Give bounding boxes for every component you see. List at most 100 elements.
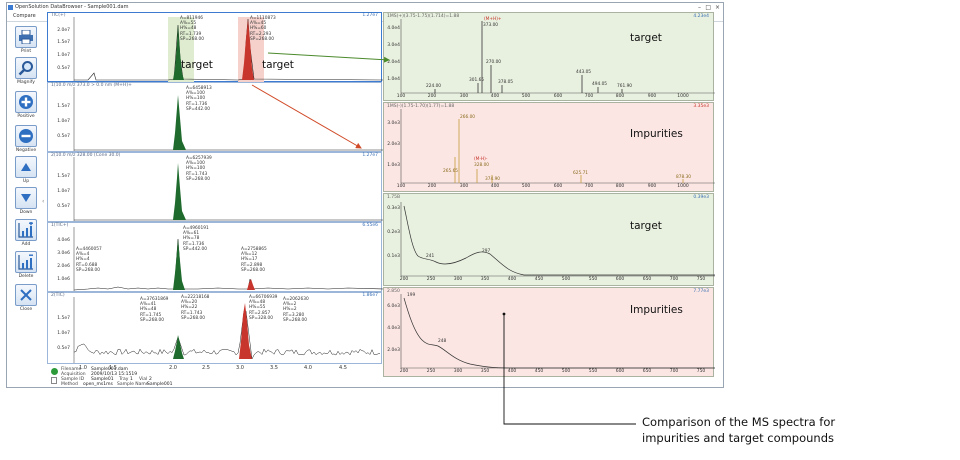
y-tick: 0.1e3 <box>387 254 400 259</box>
collapse-panel-chevron-icon[interactable]: ‹ <box>42 198 45 205</box>
x-tick: 100 <box>396 94 406 99</box>
filename-value: Sample001.dam <box>91 367 128 372</box>
x-tick: 700 <box>584 184 594 189</box>
window-close-icon[interactable]: × <box>714 4 720 11</box>
impurity-arrow <box>251 84 362 149</box>
y-tick: 0.2e3 <box>387 230 400 235</box>
chromatogram-column: TIC(+) 1.27e7 2.0e7 1.5e7 1.0e7 0.5e7 A=… <box>47 12 383 364</box>
y-tick: 1.0e7 <box>57 331 70 336</box>
pane-max-intensity: 6.55e6 <box>362 223 378 228</box>
ms-spectrum-target[interactable]: 1MS(+)(3.75-1.75)(1.714)=1.88 4.23e4 4.0… <box>383 12 715 101</box>
target-peak <box>173 25 184 80</box>
x-tick: 450 <box>534 277 544 282</box>
x-tick: 300 <box>453 277 463 282</box>
add-chart-icon <box>18 222 33 238</box>
spectrum-max: 3.35e3 <box>693 104 709 109</box>
vial-label: Vial <box>139 377 148 382</box>
close-button[interactable]: Close <box>10 284 42 312</box>
method-label: Method <box>61 382 78 387</box>
chromatogram-plot-2 <box>73 87 383 151</box>
down-button[interactable]: Down <box>10 187 42 215</box>
tab-compare[interactable]: Compare <box>13 13 36 19</box>
delete-label: Delete <box>18 274 34 279</box>
x-tick: 500 <box>521 184 531 189</box>
uv-spectrum-impurity[interactable]: 2.850 7.77e3 6.0e3 4.0e3 2.0e3 199 248 2… <box>383 287 715 377</box>
ms-spectrum-impurity[interactable]: 1MS(-)(1.75-1.70)(1.77)=1.88 3.35e3 3.0e… <box>383 102 715 192</box>
arrow-up-icon <box>21 163 31 171</box>
target-peak <box>173 95 186 150</box>
peak-label: 270.00 <box>486 60 502 65</box>
x-tick: 350 <box>480 369 490 374</box>
x-tick: 200 <box>427 94 437 99</box>
chromatogram-pane-2[interactable]: 1(10.0 m/z 373.0 > 0.0 nm (M+H)+ 1.5e7 1… <box>47 82 383 152</box>
spectrum-title: 1MS(+)(3.75-1.75)(1.714)=1.88 <box>387 14 460 19</box>
y-tick: 1.5e7 <box>57 316 70 321</box>
peak-label: 328.00 <box>474 163 490 168</box>
y-tick: 0.5e7 <box>57 204 70 209</box>
x-tick: 750 <box>696 369 706 374</box>
vial-value: 2 <box>149 377 152 382</box>
positive-label: Positive <box>17 114 35 119</box>
y-tick: 4.0e6 <box>57 238 70 243</box>
x-tick: 400 <box>490 184 500 189</box>
sample-name-label: Sample Name <box>117 382 149 387</box>
impurity-peak <box>242 19 254 80</box>
x-tick: 400 <box>490 94 500 99</box>
maximize-icon[interactable]: □ <box>705 4 711 11</box>
delete-chart-icon <box>18 254 33 270</box>
peak-label: 199 <box>407 293 416 298</box>
chromatogram-pane-1[interactable]: TIC(+) 1.27e7 2.0e7 1.5e7 1.0e7 0.5e7 A=… <box>47 12 383 82</box>
magnify-button[interactable]: Magnify <box>10 57 42 85</box>
tic-trace <box>73 310 381 360</box>
y-tick: 1.0e4 <box>387 77 400 82</box>
y-tick: 2.0e4 <box>387 60 400 65</box>
peak-label: 265.65 <box>443 169 459 174</box>
print-button[interactable]: Print <box>10 26 42 54</box>
up-button[interactable]: Up <box>10 156 42 184</box>
peak-label-ion: (M+H)+ <box>484 17 502 22</box>
spectra-column: 1MS(+)(3.75-1.75)(1.714)=1.88 4.23e4 4.0… <box>383 12 715 378</box>
delete-button[interactable]: Delete <box>10 251 42 279</box>
target-arrow <box>267 52 390 63</box>
peak-label: 297 <box>482 249 491 254</box>
positive-button[interactable]: Positive <box>10 91 42 119</box>
x-tick: 700 <box>669 369 679 374</box>
uv-spectrum-target[interactable]: 1.75B 0.39e3 0.3e3 0.2e3 0.1e3 241 297 2… <box>383 193 715 286</box>
y-tick: 1.5e7 <box>57 104 70 109</box>
spectrum-category-label: target <box>630 220 662 232</box>
up-label: Up <box>22 179 30 184</box>
chromatogram-pane-5[interactable]: 2(TIC) 1.86e7 1.5e7 1.0e7 0.5e7 A=376318… <box>47 292 382 364</box>
y-tick: 4.0e4 <box>387 26 400 31</box>
negative-button[interactable]: Negative <box>10 125 42 153</box>
x-tick: 1.5 <box>109 365 117 371</box>
spectrum-max: 4.23e4 <box>693 14 709 19</box>
chromatogram-pane-3[interactable]: 2(10.0 m/z 328.00 (Cone 30.0) 1.27e7 1.5… <box>47 152 383 222</box>
spectrum-category-label: Impurities <box>630 304 683 316</box>
filename-label: Filename <box>61 367 82 372</box>
x-tick: 700 <box>584 94 594 99</box>
x-tick: 650 <box>642 369 652 374</box>
acquisition-label: Acquisition <box>61 372 86 377</box>
x-tick: 800 <box>615 94 625 99</box>
y-tick: 0.5e7 <box>57 134 70 139</box>
x-tick: 1000 <box>677 184 689 189</box>
app-icon <box>8 5 13 10</box>
x-tick: 300 <box>459 94 469 99</box>
minimize-icon[interactable]: – <box>698 4 701 11</box>
window-title: OpenSolution DataBrowser - Sample001.dam <box>15 4 129 10</box>
pane-title: 1(10.0 m/z 373.0 > 0.0 nm (M+H)+ <box>51 83 132 88</box>
peak-label: 443.05 <box>576 70 592 75</box>
x-tick: 2.0 <box>169 365 177 371</box>
chromatogram-pane-4[interactable]: 1(TIC+) 6.55e6 4.0e6 3.0e6 2.0e6 1.0e6 A… <box>47 222 383 292</box>
x-tick: 900 <box>647 184 657 189</box>
y-tick: 1.0e7 <box>57 189 70 194</box>
x-tick: 3.5 <box>270 365 278 371</box>
add-button[interactable]: Add <box>10 219 42 247</box>
ms-spectrum-plot-impurity <box>400 109 715 184</box>
acquisition-value: 2009/10/13 15:1519 <box>91 372 138 377</box>
